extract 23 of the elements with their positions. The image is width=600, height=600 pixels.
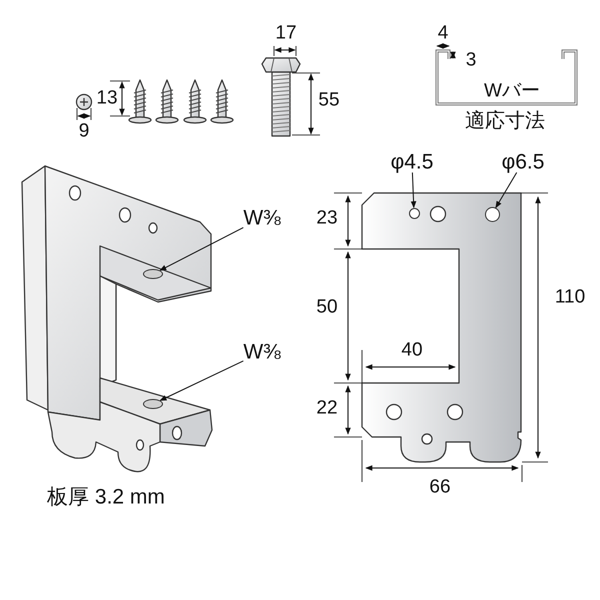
leader-line xyxy=(160,360,244,401)
dimension-label: 23 xyxy=(316,208,338,228)
thickness-note: 板厚 3.2 mm xyxy=(47,486,165,508)
dimension-label: 110 xyxy=(554,288,586,306)
caption: 適応寸法 xyxy=(465,111,545,131)
dimension-label: 66 xyxy=(429,478,451,496)
dimension-label: 22 xyxy=(316,398,338,418)
dimension-label: 13 xyxy=(96,88,118,108)
thread-label: W⅜ xyxy=(243,208,281,228)
dimension-label: 9 xyxy=(78,122,90,140)
dimension-label: 40 xyxy=(401,340,423,360)
leader-line xyxy=(495,172,518,208)
leader-line xyxy=(159,227,244,271)
dimension-label: 4 xyxy=(438,24,448,42)
hole-diameter-label: φ6.5 xyxy=(502,152,544,172)
thread-label: W⅜ xyxy=(243,342,281,362)
dimension-label: 55 xyxy=(318,90,340,110)
bar-name: Wバー xyxy=(484,82,540,100)
leader-line xyxy=(410,172,416,208)
dimension-label: 50 xyxy=(316,298,338,316)
dimension-label: 3 xyxy=(466,50,476,70)
dimension-label: 17 xyxy=(275,24,297,42)
hole-diameter-label: φ4.5 xyxy=(390,152,434,172)
